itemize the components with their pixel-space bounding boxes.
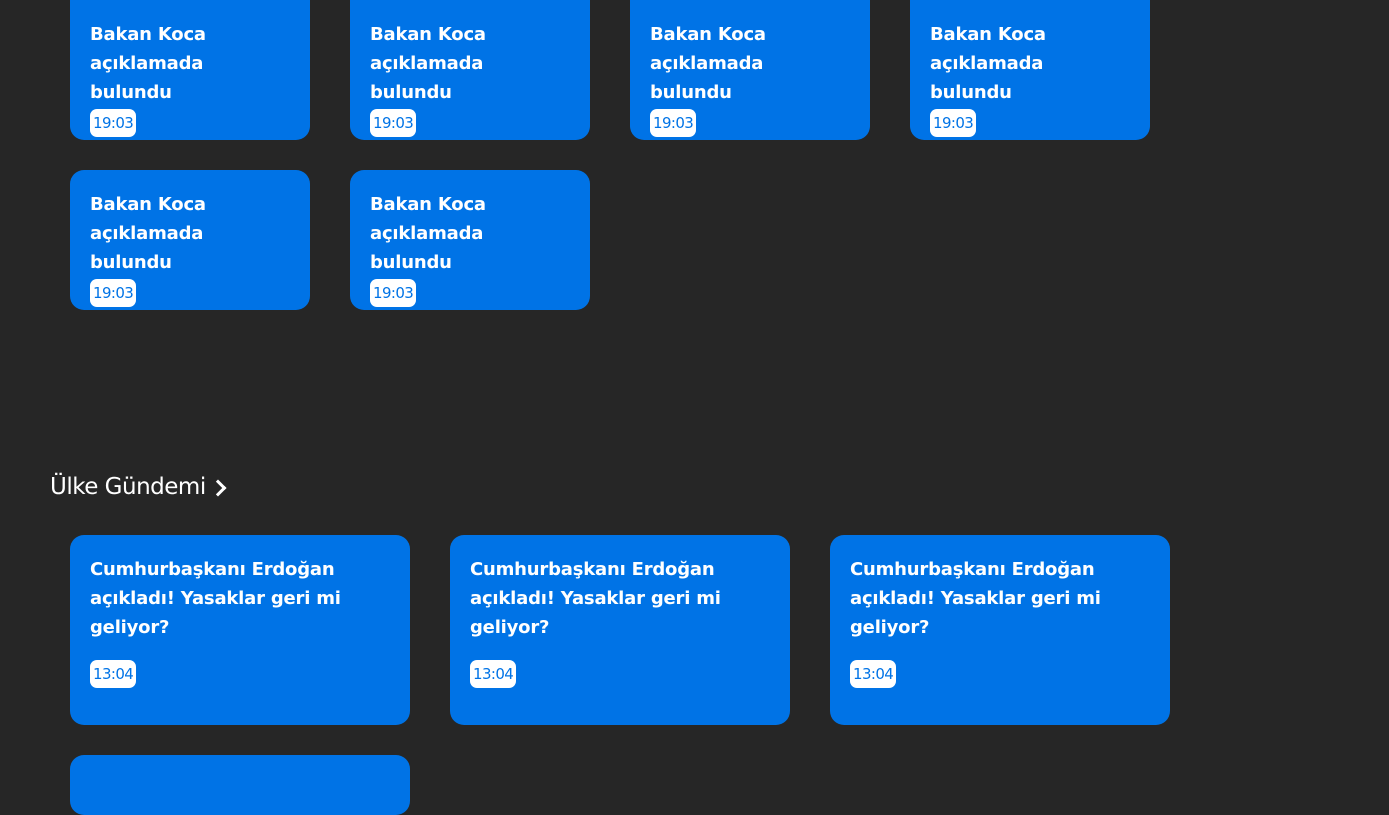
section-news-card-title: Cumhurbaşkanı Erdoğan açıkladı! Yasaklar… (470, 559, 721, 638)
news-card-time: 19:03 (930, 109, 977, 137)
news-card-time: 19:03 (370, 109, 417, 137)
section-news-card-title: Cumhurbaşkanı Erdoğan açıkladı! Yasaklar… (850, 559, 1101, 638)
news-card[interactable]: Bakan Koca açıklamada bulundu 19:03 (350, 0, 590, 140)
news-card-title: Bakan Koca açıklamada bulundu (90, 194, 206, 273)
news-card[interactable]: Bakan Koca açıklamada bulundu 19:03 (910, 0, 1150, 140)
section-news-card-time: 13:04 (850, 660, 897, 688)
section-news-card[interactable]: Cumhurbaşkanı Erdoğan açıkladı! Yasaklar… (70, 535, 410, 725)
section-news-card[interactable]: Cumhurbaşkanı Erdoğan açıkladı! Yasaklar… (830, 535, 1170, 725)
chevron-right-icon (209, 479, 227, 497)
section-heading-link[interactable]: Ülke Gündemi (50, 472, 227, 502)
news-card-title: Bakan Koca açıklamada bulundu (370, 24, 486, 103)
section-news-card-partial[interactable] (70, 755, 410, 815)
news-card[interactable]: Bakan Koca açıklamada bulundu 19:03 (630, 0, 870, 140)
news-card-title: Bakan Koca açıklamada bulundu (370, 194, 486, 273)
news-card-time: 19:03 (370, 279, 417, 307)
news-card[interactable]: Bakan Koca açıklamada bulundu 19:03 (70, 170, 310, 310)
news-card[interactable]: Bakan Koca açıklamada bulundu 19:03 (350, 170, 590, 310)
news-card-time: 19:03 (90, 109, 137, 137)
section-news-card[interactable]: Cumhurbaşkanı Erdoğan açıkladı! Yasaklar… (450, 535, 790, 725)
news-card-time: 19:03 (650, 109, 697, 137)
news-card-time: 19:03 (90, 279, 137, 307)
news-card-title: Bakan Koca açıklamada bulundu (90, 24, 206, 103)
news-card[interactable]: Bakan Koca açıklamada bulundu 19:03 (70, 0, 310, 140)
section-news-card-time: 13:04 (90, 660, 137, 688)
section-title: Ülke Gündemi (50, 474, 206, 500)
section-news-card-title: Cumhurbaşkanı Erdoğan açıkladı! Yasaklar… (90, 559, 341, 638)
news-card-title: Bakan Koca açıklamada bulundu (650, 24, 766, 103)
news-card-title: Bakan Koca açıklamada bulundu (930, 24, 1046, 103)
section-news-card-time: 13:04 (470, 660, 517, 688)
